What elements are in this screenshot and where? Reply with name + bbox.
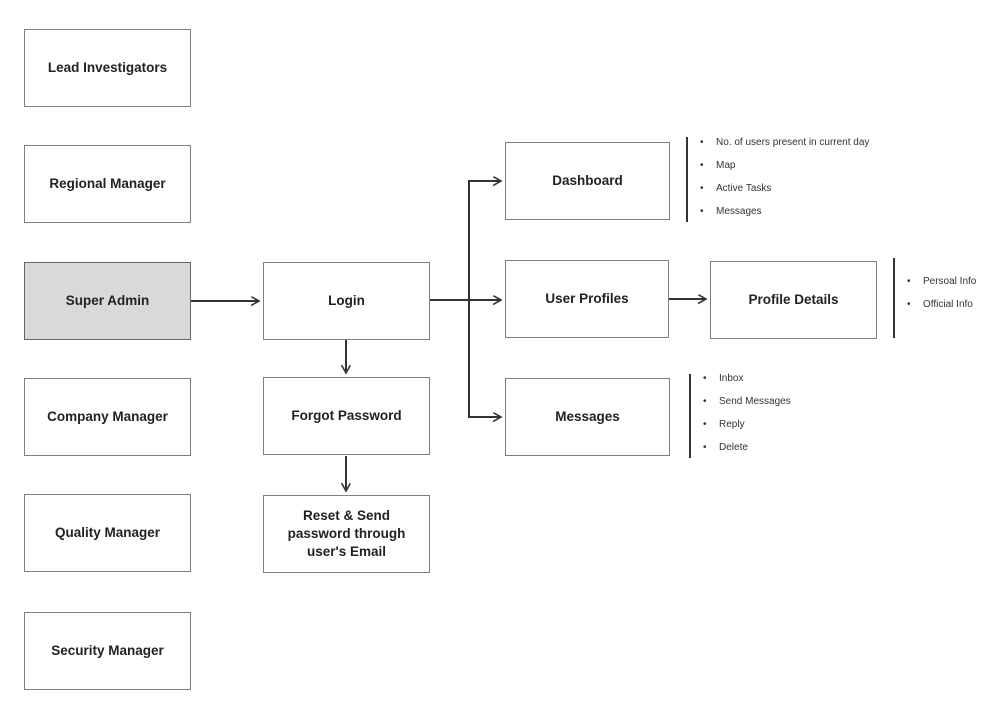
- node-label: User Profiles: [545, 290, 629, 306]
- node-security-manager: Security Manager: [24, 612, 191, 690]
- feature-item: • No. of users present in current day: [700, 137, 869, 160]
- node-label: Super Admin: [65, 292, 150, 308]
- node-forgot-password: Forgot Password: [263, 377, 430, 455]
- feature-item: • Persoal Info: [907, 276, 976, 299]
- bullet-icon: •: [700, 137, 704, 148]
- node-label: Security Manager: [51, 642, 164, 658]
- node-user-profiles: User Profiles: [505, 260, 669, 338]
- feature-item: • Inbox: [703, 373, 791, 396]
- node-label: Company Manager: [47, 408, 168, 424]
- node-label: Quality Manager: [54, 524, 161, 540]
- separator-bar-dashboard: [686, 137, 688, 222]
- feature-label: Persoal Info: [923, 276, 977, 287]
- messages-feature-list: • Inbox • Send Messages • Reply • Delete: [703, 373, 791, 465]
- node-label: Dashboard: [552, 172, 623, 188]
- feature-label: Inbox: [719, 373, 744, 384]
- node-regional-manager: Regional Manager: [24, 145, 191, 223]
- node-reset-password: Reset & Send password through user's Ema…: [263, 495, 430, 573]
- bullet-icon: •: [703, 419, 707, 430]
- dashboard-feature-list: • No. of users present in current day • Ma…: [700, 137, 869, 229]
- feature-item: • Delete: [703, 442, 791, 465]
- bullet-icon: •: [703, 396, 707, 407]
- node-label: Lead Investigators: [47, 59, 168, 75]
- node-label: Regional Manager: [49, 175, 166, 191]
- node-messages: Messages: [505, 378, 670, 456]
- profile-details-feature-list: • Persoal Info • Official Info: [907, 276, 976, 322]
- node-label: Messages: [555, 408, 620, 424]
- node-dashboard: Dashboard: [505, 142, 670, 220]
- feature-item: • Send Messages: [703, 396, 791, 419]
- node-lead-investigators: Lead Investigators: [24, 29, 191, 107]
- bullet-icon: •: [703, 442, 707, 453]
- feature-item: • Official Info: [907, 299, 976, 322]
- node-label: Profile Details: [748, 291, 839, 307]
- node-profile-details: Profile Details: [710, 261, 877, 339]
- node-label: Login: [328, 292, 365, 308]
- feature-item: • Reply: [703, 419, 791, 442]
- feature-label: No. of users present in current day: [716, 137, 870, 148]
- node-super-admin: Super Admin: [24, 262, 191, 340]
- bullet-icon: •: [700, 160, 704, 171]
- feature-label: Messages: [716, 206, 762, 217]
- bullet-icon: •: [703, 373, 707, 384]
- feature-label: Active Tasks: [716, 183, 772, 194]
- separator-bar-profile-details: [893, 258, 895, 338]
- feature-item: • Active Tasks: [700, 183, 869, 206]
- node-login: Login: [263, 262, 430, 340]
- bullet-icon: •: [907, 299, 911, 310]
- node-label: Reset & Send password through user's Ema…: [287, 507, 406, 560]
- feature-label: Reply: [719, 419, 745, 430]
- feature-label: Delete: [719, 442, 748, 453]
- bullet-icon: •: [700, 183, 704, 194]
- feature-item: • Messages: [700, 206, 869, 229]
- feature-item: • Map: [700, 160, 869, 183]
- bullet-icon: •: [700, 206, 704, 217]
- node-company-manager: Company Manager: [24, 378, 191, 456]
- feature-label: Official Info: [923, 299, 973, 310]
- separator-bar-messages: [689, 374, 691, 458]
- bullet-icon: •: [907, 276, 911, 287]
- node-quality-manager: Quality Manager: [24, 494, 191, 572]
- node-label: Forgot Password: [291, 407, 402, 423]
- feature-label: Send Messages: [719, 396, 791, 407]
- feature-label: Map: [716, 160, 736, 171]
